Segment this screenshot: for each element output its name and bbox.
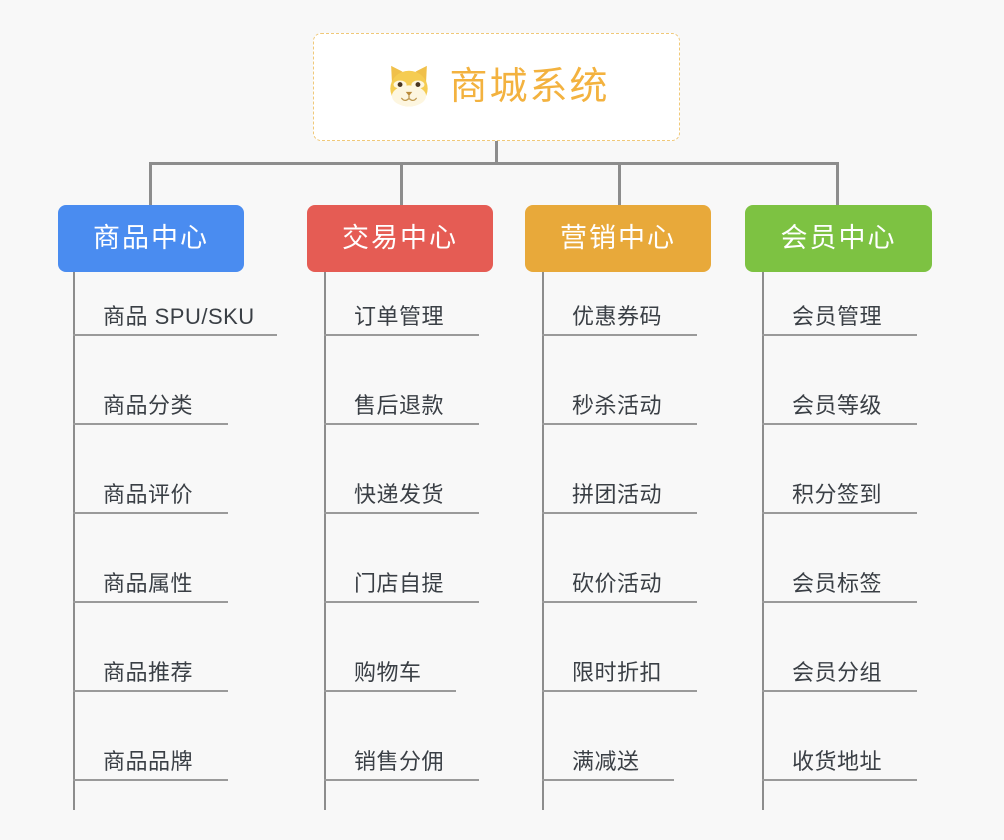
leaf-item[interactable]: 购物车 xyxy=(324,660,456,692)
branch-column-product-center: 商品 SPU/SKU 商品分类 商品评价 商品属性 商品推荐 商品品牌 xyxy=(73,272,303,822)
category-label: 营销中心 xyxy=(560,223,676,253)
category-box-member-center[interactable]: 会员中心 xyxy=(745,205,932,272)
leaf-item-label: 门店自提 xyxy=(354,571,445,596)
root-node-mall-system[interactable]: 商城系统 xyxy=(313,33,680,141)
leaf-item[interactable]: 商品 SPU/SKU xyxy=(73,304,277,336)
leaf-item-label: 积分签到 xyxy=(792,482,883,507)
leaf-item[interactable]: 限时折扣 xyxy=(542,660,697,692)
leaf-item-label: 商品品牌 xyxy=(103,749,194,774)
leaf-item[interactable]: 商品品牌 xyxy=(73,749,228,781)
leaf-item-label: 商品评价 xyxy=(103,482,194,507)
leaf-item[interactable]: 会员等级 xyxy=(762,393,917,425)
connector-drop-3 xyxy=(618,162,621,206)
leaf-item[interactable]: 会员标签 xyxy=(762,571,917,603)
leaf-item[interactable]: 积分签到 xyxy=(762,482,917,514)
leaf-item-label: 商品分类 xyxy=(103,393,194,418)
leaf-item[interactable]: 收货地址 xyxy=(762,749,917,781)
dog-face-icon xyxy=(383,61,435,113)
branch-stem xyxy=(324,272,326,810)
leaf-item-label: 收货地址 xyxy=(792,749,883,774)
leaf-item-label: 售后退款 xyxy=(354,393,445,418)
branch-stem xyxy=(73,272,75,810)
leaf-item-label: 限时折扣 xyxy=(572,660,663,685)
branch-column-member-center: 会员管理 会员等级 积分签到 会员标签 会员分组 收货地址 xyxy=(762,272,992,822)
category-label: 交易中心 xyxy=(342,223,458,253)
leaf-item[interactable]: 售后退款 xyxy=(324,393,479,425)
leaf-item-label: 商品 SPU/SKU xyxy=(103,304,255,329)
leaf-item[interactable]: 快递发货 xyxy=(324,482,479,514)
leaf-item[interactable]: 拼团活动 xyxy=(542,482,697,514)
connector-drop-2 xyxy=(400,162,403,206)
leaf-item-label: 会员标签 xyxy=(792,571,883,596)
leaf-item-label: 秒杀活动 xyxy=(572,393,663,418)
leaf-item-label: 商品推荐 xyxy=(103,660,194,685)
leaf-item[interactable]: 优惠券码 xyxy=(542,304,697,336)
leaf-item-label: 砍价活动 xyxy=(572,571,663,596)
category-box-product-center[interactable]: 商品中心 xyxy=(58,205,244,272)
category-box-marketing-center[interactable]: 营销中心 xyxy=(525,205,711,272)
root-node-label: 商城系统 xyxy=(449,66,610,108)
connector-drop-1 xyxy=(149,162,152,206)
leaf-item[interactable]: 商品推荐 xyxy=(73,660,228,692)
leaf-item-label: 拼团活动 xyxy=(572,482,663,507)
leaf-item-label: 会员等级 xyxy=(792,393,883,418)
leaf-item[interactable]: 商品属性 xyxy=(73,571,228,603)
leaf-item-label: 快递发货 xyxy=(354,482,445,507)
leaf-item-label: 会员分组 xyxy=(792,660,883,685)
leaf-item[interactable]: 秒杀活动 xyxy=(542,393,697,425)
category-box-trade-center[interactable]: 交易中心 xyxy=(307,205,493,272)
leaf-item[interactable]: 会员分组 xyxy=(762,660,917,692)
branch-stem xyxy=(762,272,764,810)
leaf-item[interactable]: 砍价活动 xyxy=(542,571,697,603)
leaf-item-label: 商品属性 xyxy=(103,571,194,596)
connector-horizontal-bus xyxy=(149,162,839,165)
branch-column-trade-center: 订单管理 售后退款 快递发货 门店自提 购物车 销售分佣 xyxy=(324,272,554,822)
leaf-item-label: 购物车 xyxy=(354,660,422,685)
leaf-item[interactable]: 商品分类 xyxy=(73,393,228,425)
leaf-item-label: 销售分佣 xyxy=(354,749,445,774)
root-node-content: 商城系统 xyxy=(383,61,609,113)
leaf-item-label: 优惠券码 xyxy=(572,304,663,329)
leaf-item[interactable]: 订单管理 xyxy=(324,304,479,336)
connector-root-stem xyxy=(495,141,498,165)
leaf-item[interactable]: 满减送 xyxy=(542,749,674,781)
branch-stem xyxy=(542,272,544,810)
leaf-item[interactable]: 商品评价 xyxy=(73,482,228,514)
category-label: 商品中心 xyxy=(93,223,209,253)
leaf-item-label: 订单管理 xyxy=(354,304,445,329)
leaf-item[interactable]: 会员管理 xyxy=(762,304,917,336)
connector-drop-4 xyxy=(836,162,839,206)
category-label: 会员中心 xyxy=(780,223,897,253)
leaf-item[interactable]: 门店自提 xyxy=(324,571,479,603)
branch-column-marketing-center: 优惠券码 秒杀活动 拼团活动 砍价活动 限时折扣 满减送 xyxy=(542,272,772,822)
leaf-item-label: 会员管理 xyxy=(792,304,883,329)
leaf-item[interactable]: 销售分佣 xyxy=(324,749,479,781)
leaf-item-label: 满减送 xyxy=(572,749,640,774)
